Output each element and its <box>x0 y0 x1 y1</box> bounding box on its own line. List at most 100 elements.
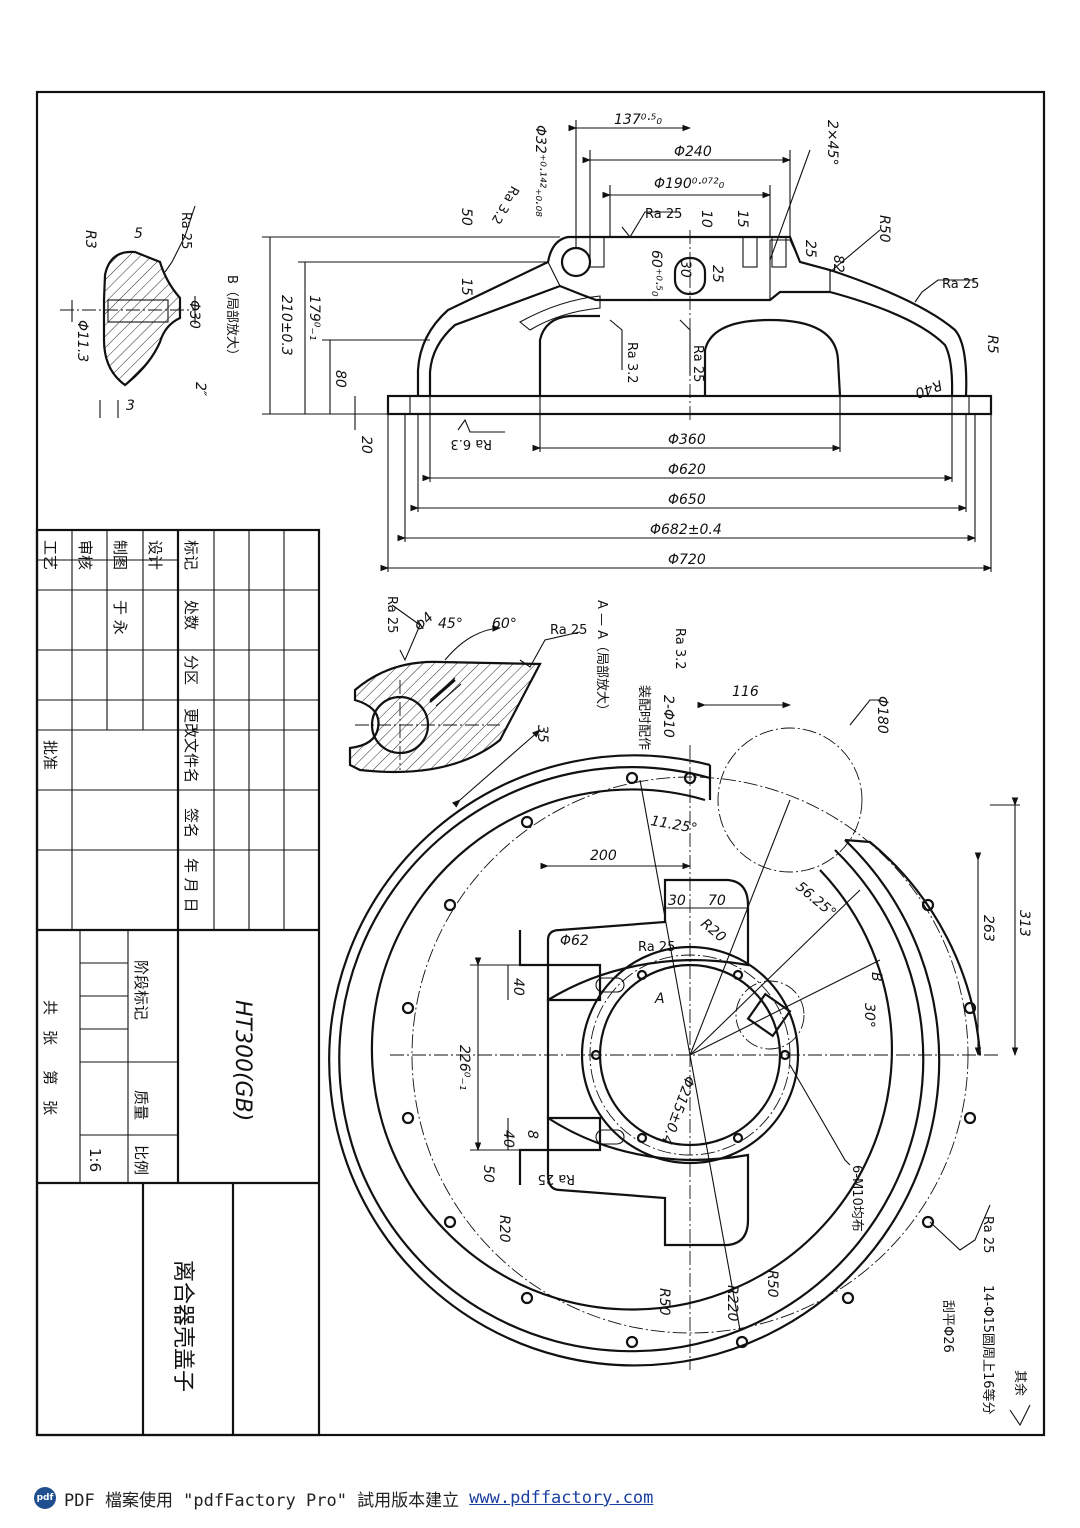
dim-116: 116 <box>732 684 759 700</box>
note-m10: 6-M10均布 <box>849 1165 864 1232</box>
ra-25-right: Ra 25 <box>942 277 979 292</box>
dim-11-25: 11.25° <box>649 813 698 837</box>
rev-header-doc: 更改文件名 <box>182 708 200 783</box>
note-assembly: 装配时配作 <box>636 685 651 750</box>
designer-name: 于 永 <box>111 600 129 635</box>
note-spotface: 刮平Φ26 <box>940 1300 955 1353</box>
dim-r20-arm: R20 <box>697 916 728 946</box>
dim-phi240: Φ240 <box>674 144 712 160</box>
dim-phi190: Φ190⁰·⁰⁷²₀ <box>654 176 725 192</box>
dim-b-phi11: Φ11.3 <box>74 320 90 362</box>
dim-8: 8 <box>524 1130 540 1139</box>
dim-b-3: 3 <box>126 398 135 414</box>
hub-holes <box>590 969 791 1144</box>
dim-phi682: Φ682±0.4 <box>650 522 722 538</box>
label-b: B <box>868 972 884 982</box>
dim-56-25: 56.25° <box>792 879 838 922</box>
scale-value: 1:6 <box>86 1148 104 1172</box>
dim-263: 263 <box>980 915 996 942</box>
dim-a-60: 60° <box>492 616 517 632</box>
ra-a-right: Ra 25 <box>550 623 587 638</box>
dim-10: 10 <box>698 210 714 228</box>
dim-phi180: Φ180 <box>874 696 890 734</box>
dim-200: 200 <box>590 848 617 864</box>
dim-r20-bottom: R20 <box>496 1215 512 1243</box>
dim-r5: R5 <box>984 335 1000 354</box>
role-design: 设计 <box>146 540 164 570</box>
ra-a-left: Ra 25 <box>384 596 399 633</box>
dim-50-top: 50 <box>458 208 474 226</box>
dim-2-phi10: 2-Φ10 <box>660 695 676 738</box>
dim-15-left: 15 <box>458 278 474 296</box>
role-approve: 批准 <box>41 740 59 770</box>
dim-a-phi4: Φ4 <box>412 609 437 634</box>
dim-80: 80 <box>332 370 348 388</box>
detail-view-b: R3 5 Ra 25 Φ30 Φ11.3 3 2″ B（局部放大） <box>60 205 239 418</box>
dim-60: 60⁺⁰·⁵₀ <box>648 250 664 297</box>
dim-50-bottom: 50 <box>480 1165 496 1183</box>
dim-r220: R220 <box>724 1285 740 1322</box>
dim-210: 210±0.3 <box>278 295 294 356</box>
scale-label: 比例 <box>132 1145 150 1175</box>
dim-b-2: 2″ <box>192 382 208 397</box>
dim-137: 137⁰·⁵₀ <box>614 112 662 128</box>
ra-25-holes: Ra 25 <box>980 1216 995 1253</box>
ra-3-2-inner: Ra 3.2 <box>624 342 639 384</box>
front-section-view: 137⁰·⁵₀ Φ240 Φ190⁰·⁰⁷²₀ 2×45° R50 Ra 25 … <box>262 112 1000 572</box>
dim-b-r3: R3 <box>82 230 98 249</box>
pdf-logo-icon: pdf <box>34 1487 56 1509</box>
rev-header-date: 年 月 日 <box>182 858 200 913</box>
ra-3-2-plan: Ra 3.2 <box>672 628 687 670</box>
dim-r50-right: R50 <box>764 1270 780 1298</box>
dim-a-45: 45° <box>438 616 463 632</box>
part-name: 离合器壳盖子 <box>170 1260 195 1392</box>
ra-25-top: Ra 25 <box>645 207 682 222</box>
dim-226: 226⁰₋₁ <box>456 1045 472 1090</box>
rev-header-count: 处数 <box>182 600 200 630</box>
dim-15-top: 15 <box>734 210 750 228</box>
dim-phi650: Φ650 <box>668 492 706 508</box>
dim-r50-top: R50 <box>876 215 892 243</box>
dim-phi720: Φ720 <box>668 552 706 568</box>
pdf-footer: pdf PDF 檔案使用 "pdfFactory Pro" 試用版本建立 www… <box>34 1484 653 1512</box>
ra-25-plan: Ra 25 <box>638 940 675 955</box>
dim-20: 20 <box>358 436 374 454</box>
note-other: 其余 <box>1012 1370 1028 1396</box>
footer-link[interactable]: www.pdffactory.com <box>469 1488 654 1508</box>
sheet-no: 第 张 <box>41 1070 59 1115</box>
dim-40-top: 40 <box>510 978 526 996</box>
sheets-total: 共 张 <box>41 1000 59 1045</box>
role-draw: 制图 <box>111 540 129 570</box>
rev-header-mark: 标记 <box>182 540 200 570</box>
ra-25-inner: Ra 25 <box>690 345 705 382</box>
dim-r50-bottom: R50 <box>656 1288 672 1316</box>
detail-view-a: Ra 25 Φ4 45° 60° Ra 25 35 A — A（局部放大） <box>348 596 609 808</box>
dim-phi32: Φ32⁺⁰·¹⁴²₊₀.₀₈ <box>532 125 548 217</box>
dim-30-slot: 30 <box>677 260 693 278</box>
dim-40-bottom: 40 <box>500 1130 516 1148</box>
dim-phi62: Φ62 <box>560 933 589 949</box>
dim-25-right: 25 <box>802 240 818 258</box>
dim-70: 70 <box>708 893 726 909</box>
title-block: 标记 处数 分区 更改文件名 签名 年 月 日 设计 制图 审核 工艺 批准 于… <box>35 528 321 1437</box>
dim-30-plan: 30 <box>668 893 686 909</box>
dim-phi215: Φ215±0.4 <box>658 1074 698 1147</box>
mass-label: 质量 <box>132 1090 150 1120</box>
dim-25-slot: 25 <box>709 265 725 283</box>
role-review: 审核 <box>76 540 94 570</box>
ra-6-3: Ra 6.3 <box>450 436 492 451</box>
dim-30-deg: 30° <box>861 1003 877 1028</box>
view-b-title: B（局部放大） <box>224 275 239 362</box>
dim-2x45: 2×45° <box>824 120 840 165</box>
dim-179: 179⁰₋₁ <box>306 295 322 340</box>
dim-a-35: 35 <box>534 725 550 743</box>
ra-b: Ra 25 <box>178 212 193 249</box>
ra-3-2-boss: Ra 3.2 <box>488 183 522 226</box>
label-a-plan: A <box>654 991 665 1007</box>
material: HT300(GB) <box>230 1000 255 1121</box>
dim-82: 82 <box>830 255 846 273</box>
dim-b-phi30: Φ30 <box>186 300 202 329</box>
rev-header-sign: 签名 <box>182 808 200 838</box>
rev-header-zone: 分区 <box>182 655 200 685</box>
